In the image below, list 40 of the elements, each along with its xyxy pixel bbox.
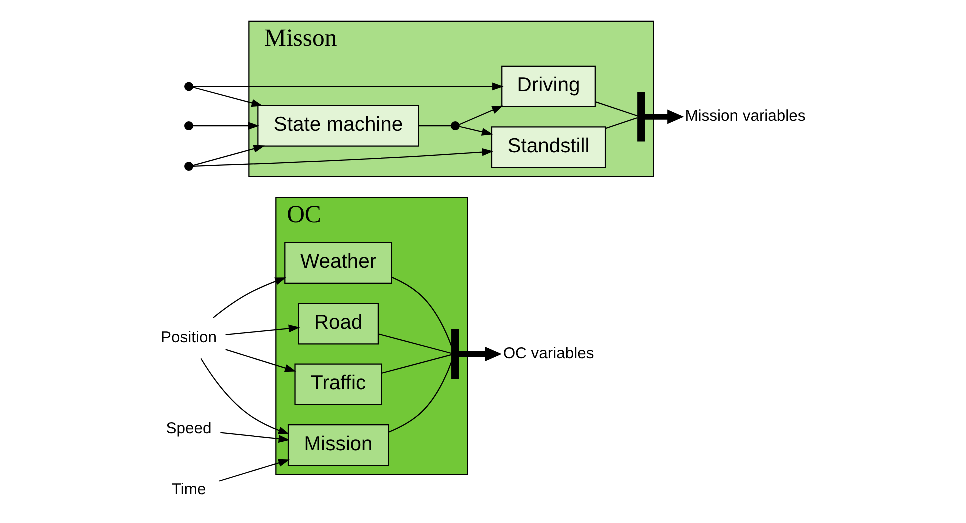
arrow <box>645 110 684 124</box>
node-bar <box>638 92 646 142</box>
node-text: Mission variables <box>685 108 806 126</box>
arrow <box>220 432 290 443</box>
arrow <box>193 145 266 166</box>
node-text: Position <box>161 330 217 347</box>
node-circle <box>450 122 460 131</box>
node-box: Weather <box>284 242 392 284</box>
node-text: OC variables <box>503 345 594 362</box>
arrow <box>459 126 494 136</box>
node-bar <box>452 330 460 379</box>
node-box: Traffic <box>294 364 382 406</box>
node-box: Road <box>298 303 380 345</box>
node-text: Speed <box>166 420 212 438</box>
arrow <box>459 106 504 126</box>
node-box: Driving <box>502 66 596 108</box>
arrow <box>219 459 290 482</box>
node-text: Time <box>172 481 206 498</box>
arrow <box>458 346 502 362</box>
arrow <box>193 86 264 108</box>
node-circle <box>184 122 194 131</box>
arrow <box>193 148 494 167</box>
arrow <box>193 82 504 91</box>
connector <box>605 117 638 130</box>
arrow <box>193 122 260 130</box>
node-box: Mission <box>288 424 390 466</box>
arrow <box>200 358 290 435</box>
connector <box>595 102 638 117</box>
arrow <box>226 324 300 336</box>
connector <box>419 125 452 127</box>
arrow <box>226 349 296 372</box>
node-box: Standstill <box>491 126 606 168</box>
connector <box>382 354 452 374</box>
node-circle <box>184 82 194 92</box>
connector <box>378 334 452 354</box>
node-box: State machine <box>258 105 420 147</box>
connector <box>392 277 453 348</box>
arrow <box>213 278 287 318</box>
connector <box>388 361 453 433</box>
node-circle <box>184 162 194 171</box>
